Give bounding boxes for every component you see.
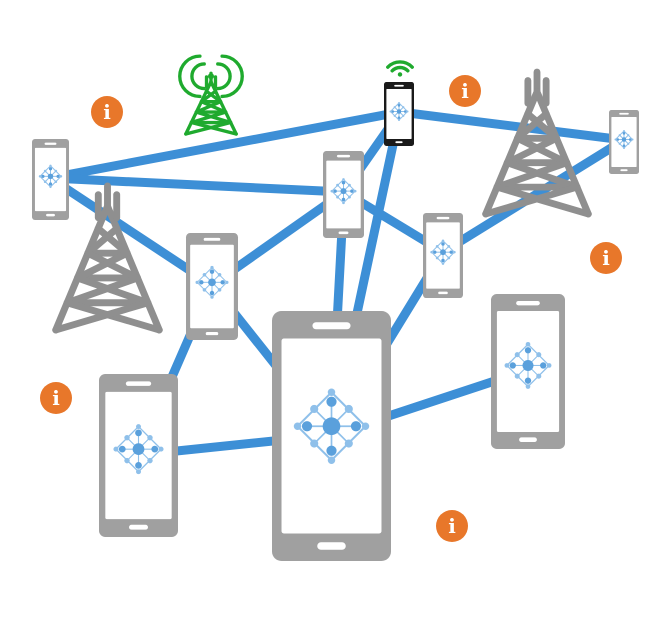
wifi-icon xyxy=(386,60,414,77)
cell-towers xyxy=(52,54,592,334)
info-glyph: i xyxy=(103,100,111,124)
info-badge-4: i xyxy=(40,382,72,414)
info-icon xyxy=(590,242,622,274)
info-glyph: i xyxy=(448,514,456,538)
phone-bottom-center-network-nodes-icon xyxy=(293,388,370,464)
phone-center-top-network-nodes-icon xyxy=(330,178,357,205)
phone-center-right-smartphone-icon xyxy=(423,213,463,298)
info-badge-1: i xyxy=(91,96,123,128)
phone-left-top-smartphone-icon xyxy=(32,139,69,220)
tower-left-cell-tower-icon xyxy=(52,182,163,334)
info-glyph: i xyxy=(461,79,469,103)
tower-green-cell-tower-icon xyxy=(178,54,244,136)
info-badges: i i i i i xyxy=(40,75,622,542)
phone-right-top-network-nodes-icon xyxy=(614,129,634,150)
info-icon xyxy=(40,382,72,414)
info-icon xyxy=(91,96,123,128)
connection-link-1 xyxy=(45,107,405,183)
phone-left-top-network-nodes-icon xyxy=(38,164,63,189)
phone-mid-right-smartphone-icon xyxy=(491,294,565,449)
phone-bottom-left-network-nodes-icon xyxy=(113,424,164,475)
info-badge-3: i xyxy=(590,242,622,274)
phone-bottom-center-smartphone-icon xyxy=(272,311,391,561)
phone-right-top-smartphone-icon xyxy=(609,110,639,174)
info-glyph: i xyxy=(602,246,610,270)
phone-bottom-left-smartphone-icon xyxy=(99,374,178,537)
phone-mid-left-network-nodes-icon xyxy=(195,265,229,299)
phone-top-center-smartphone-icon xyxy=(384,82,414,146)
phone-devices xyxy=(32,60,639,561)
phone-mid-left-smartphone-icon xyxy=(186,233,238,340)
info-badge-2: i xyxy=(449,75,481,107)
phone-center-right-network-nodes-icon xyxy=(430,239,456,265)
connection-link-2 xyxy=(45,173,349,197)
connection-link-4 xyxy=(395,107,629,145)
phone-center-top-smartphone-icon xyxy=(323,151,364,238)
phone-mid-right-network-nodes-icon xyxy=(504,341,552,389)
info-icon xyxy=(449,75,481,107)
info-badge-5: i xyxy=(436,510,468,542)
info-icon xyxy=(436,510,468,542)
tower-right-cell-tower-icon xyxy=(482,68,592,218)
info-glyph: i xyxy=(52,386,60,410)
phone-top-center-network-nodes-icon xyxy=(389,101,409,122)
connection-link-3 xyxy=(45,173,217,290)
